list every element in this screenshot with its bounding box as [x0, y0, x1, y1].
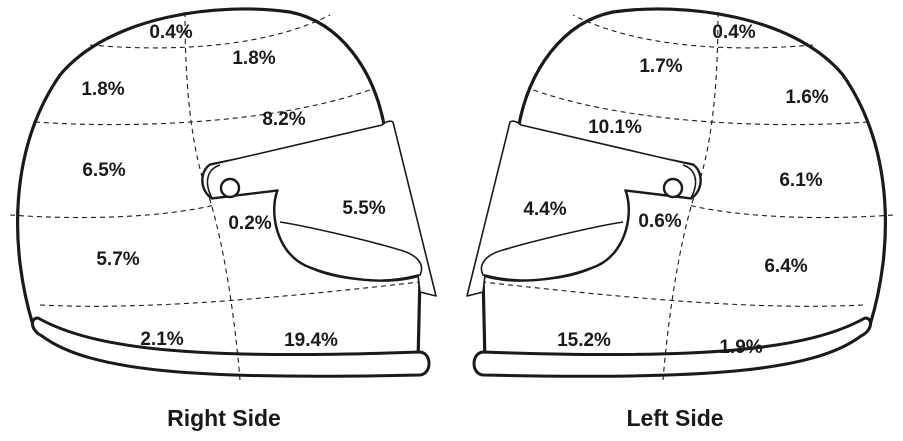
impact-percentage: 2.1% — [140, 329, 183, 350]
shield-plate — [682, 164, 697, 199]
impact-percentage: 0.2% — [228, 213, 271, 234]
shield-plate — [206, 164, 221, 199]
visor-pivot-icon — [662, 177, 684, 199]
helmet-left-side-labels: 0.4% 1.7% 1.6% 10.1% 6.1% 4.4% 0.6% 6.4%… — [523, 22, 828, 431]
impact-percentage: 6.1% — [779, 170, 822, 191]
helmet-left-side — [466, 7, 894, 381]
eyeport-edge — [273, 189, 423, 281]
impact-percentage: 4.4% — [523, 199, 566, 220]
zone-line — [527, 87, 869, 126]
zone-line — [9, 204, 216, 219]
zone-line — [482, 281, 864, 307]
helmet-right-side: 0.4% 1.8% 1.8% 8.2% 6.5% 0.2% 5.5% 5.7% … — [9, 7, 437, 431]
zone-line — [572, 14, 814, 49]
zone-line — [34, 87, 376, 126]
impact-percentage: 1.8% — [232, 48, 275, 69]
impact-percentage: 1.9% — [719, 337, 762, 358]
impact-percentage: 0.4% — [149, 22, 192, 43]
impact-percentage: 1.7% — [639, 56, 682, 77]
zone-line — [662, 11, 719, 381]
impact-percentage: 0.4% — [712, 22, 755, 43]
visor-pivot-icon — [219, 177, 241, 199]
zone-line — [39, 281, 421, 307]
helmet-caption: Left Side — [626, 405, 723, 431]
impact-percentage: 1.8% — [81, 79, 124, 100]
impact-percentage: 5.5% — [342, 198, 385, 219]
helmet-rim — [31, 316, 431, 378]
eyeport-edge — [480, 189, 630, 281]
impact-percentage: 10.1% — [588, 117, 642, 138]
impact-percentage: 15.2% — [557, 330, 611, 351]
impact-percentage: 5.7% — [96, 249, 139, 270]
zone-line — [89, 14, 331, 49]
impact-percentage: 8.2% — [262, 109, 305, 130]
impact-percentage: 1.6% — [785, 87, 828, 108]
impact-percentage: 19.4% — [284, 330, 338, 351]
zone-line — [184, 11, 241, 381]
helmet-rim — [472, 316, 872, 378]
impact-percentage: 6.5% — [82, 160, 125, 181]
impact-percentage: 0.6% — [638, 211, 681, 232]
zone-line — [687, 204, 894, 219]
impact-percentage: 6.4% — [764, 256, 807, 277]
helmet-caption: Right Side — [167, 405, 281, 431]
